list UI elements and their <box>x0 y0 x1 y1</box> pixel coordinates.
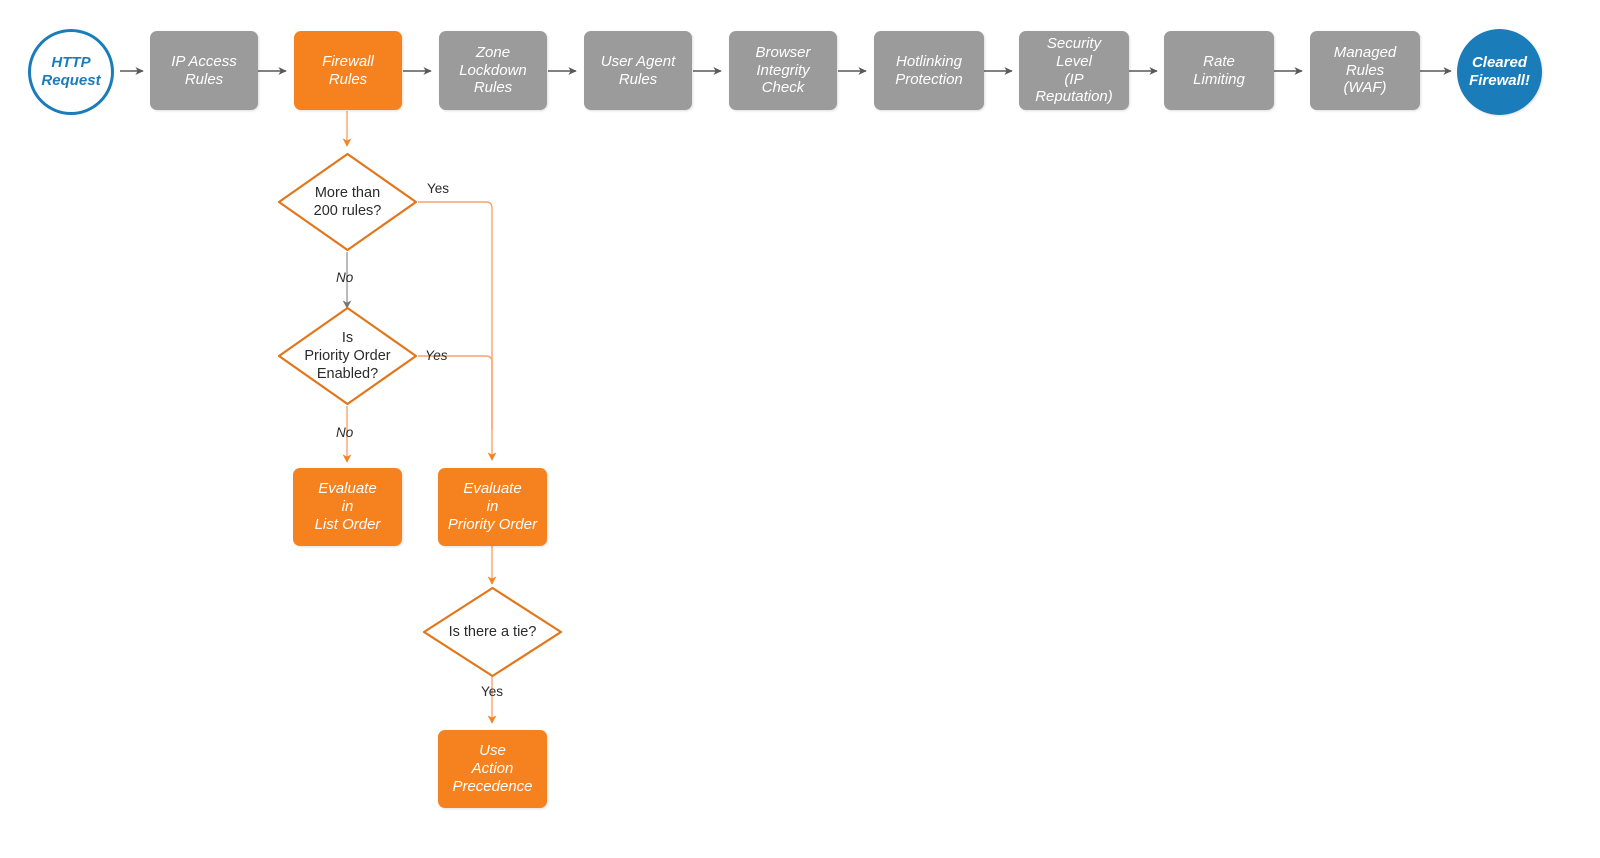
node-use-action-precedence[interactable]: Use Action Precedence <box>438 730 547 808</box>
node-line: Limiting <box>1193 70 1245 88</box>
node-managed-rules-waf[interactable]: Managed Rules (WAF) <box>1310 31 1420 110</box>
node-http-request[interactable]: HTTP Request <box>28 29 114 115</box>
node-browser-integrity-check[interactable]: Browser Integrity Check <box>729 31 837 110</box>
http-request-line-2: Request <box>41 72 101 89</box>
node-ip-access-rules[interactable]: IP Access Rules <box>150 31 258 110</box>
node-line: (WAF) <box>1343 79 1387 97</box>
node-line: Managed <box>1333 43 1397 61</box>
node-line: Evaluate <box>318 480 377 498</box>
node-line: (IP Reputation) <box>1035 70 1113 106</box>
decision-label: Is there a tie? <box>449 623 537 641</box>
node-hotlinking-protection[interactable]: Hotlinking Protection <box>874 31 984 110</box>
node-line: Protection <box>895 70 963 88</box>
node-user-agent-rules[interactable]: User Agent Rules <box>584 31 692 110</box>
node-line: Rate <box>1203 52 1235 70</box>
decision-line: 200 rules? <box>313 203 382 219</box>
node-more-than-200-rules[interactable]: More than 200 rules? <box>277 152 418 252</box>
node-line: Use <box>479 742 506 760</box>
node-line: Lockdown <box>459 61 527 79</box>
node-firewall-rules[interactable]: Firewall Rules <box>294 31 402 110</box>
decision-line: Priority Order <box>304 347 391 364</box>
node-line: Security <box>1046 35 1102 53</box>
node-zone-lockdown-rules[interactable]: Zone Lockdown Rules <box>439 31 547 110</box>
cleared-firewall-line-2: Firewall! <box>1469 72 1530 89</box>
decision-label: More than 200 rules? <box>314 184 382 220</box>
node-line: Rules <box>1345 61 1385 79</box>
node-line: Evaluate <box>463 480 522 498</box>
node-line: Priority Order <box>447 515 538 533</box>
node-line: in <box>341 498 354 516</box>
diamond-shape <box>277 306 418 406</box>
edge-label-no-priority-order: No <box>336 425 354 440</box>
edge-label-yes-priority-order: Yes <box>425 348 448 363</box>
node-line: Check <box>761 79 805 97</box>
node-line: Rules <box>618 70 658 88</box>
diamond-shape <box>277 152 418 252</box>
node-line: Rules <box>184 70 224 88</box>
node-evaluate-in-priority-order[interactable]: Evaluate in Priority Order <box>438 468 547 546</box>
node-line: Precedence <box>452 777 533 795</box>
decision-label: Is Priority Order Enabled? <box>304 329 390 383</box>
node-line: Rules <box>328 70 368 88</box>
node-rate-limiting[interactable]: Rate Limiting <box>1164 31 1274 110</box>
edge-label-yes-tie: Yes <box>481 684 504 699</box>
node-is-priority-order-enabled[interactable]: Is Priority Order Enabled? <box>277 306 418 406</box>
cleared-firewall-line-1: Cleared <box>1471 54 1527 71</box>
node-security-level-ip-reputation[interactable]: Security Level (IP Reputation) <box>1019 31 1129 110</box>
node-line: Firewall <box>322 52 374 70</box>
decision-line: More than <box>314 184 381 201</box>
edge-priority-yes <box>418 355 493 430</box>
node-is-there-a-tie[interactable]: Is there a tie? <box>422 586 563 678</box>
node-line: List Order <box>314 515 381 533</box>
node-line: Browser <box>755 43 811 61</box>
node-line: Zone <box>475 43 511 61</box>
http-request-line-1: HTTP <box>51 54 91 71</box>
node-cleared-firewall[interactable]: Cleared Firewall! <box>1457 29 1542 115</box>
decision-line: Enabled? <box>316 366 379 383</box>
node-line: in <box>486 498 499 516</box>
decision-line: Is there a tie? <box>448 623 537 640</box>
node-line: IP Access <box>171 52 237 70</box>
diagram-title: Cloudflare Firewall Rules Evaluation Ord… <box>0 21 1 22</box>
node-line: Hotlinking <box>896 52 962 70</box>
decision-line: Is <box>341 329 354 346</box>
node-line: User Agent <box>600 52 676 70</box>
node-line: Level <box>1056 52 1092 70</box>
edge-label-yes-200-rules: Yes <box>427 181 450 196</box>
edge-label-no-200-rules: No <box>336 270 354 285</box>
node-line: Action <box>471 760 514 778</box>
node-line: Integrity <box>756 61 810 79</box>
diamond-shape <box>422 586 563 678</box>
node-line: Rules <box>473 79 513 97</box>
edge-rulecount-yes <box>418 201 497 461</box>
node-evaluate-in-list-order[interactable]: Evaluate in List Order <box>293 468 402 546</box>
